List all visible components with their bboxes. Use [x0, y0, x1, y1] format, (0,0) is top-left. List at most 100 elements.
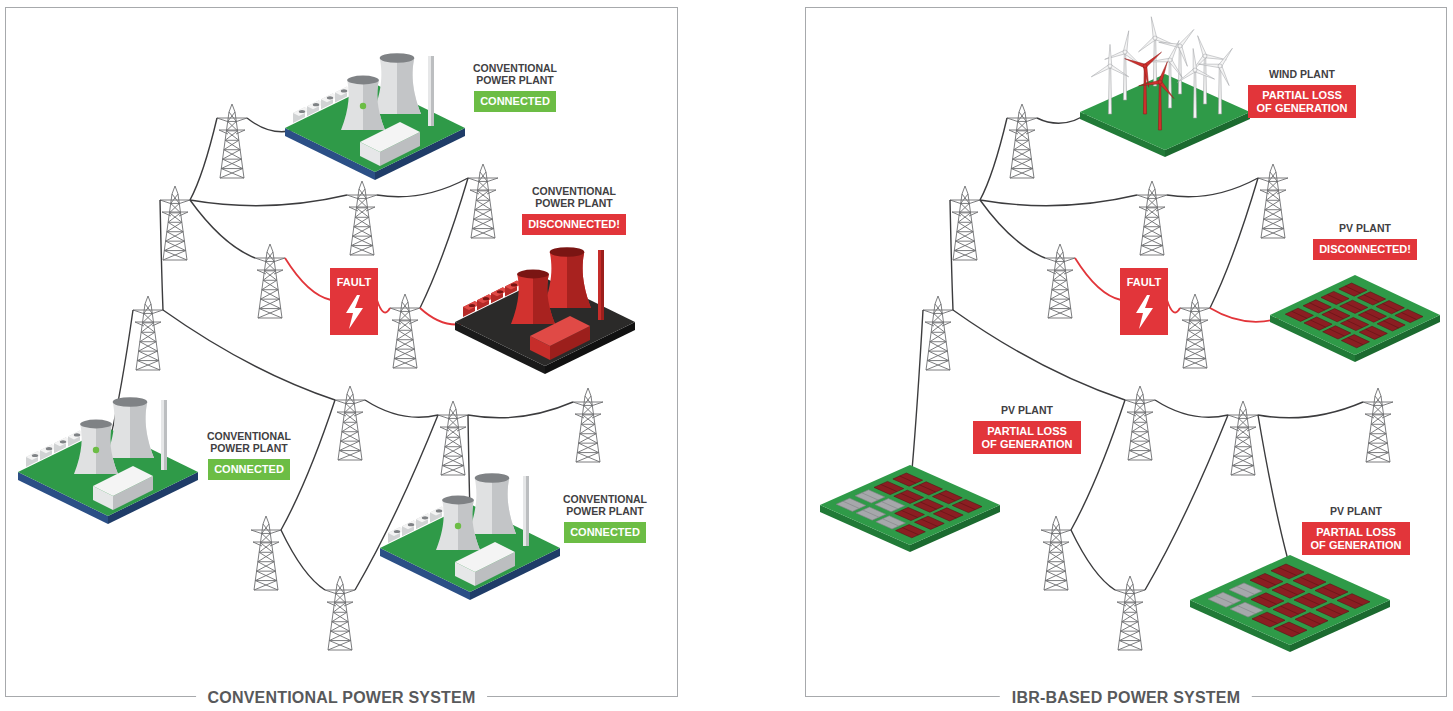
plant-name: CONVENTIONAL POWER PLANT	[549, 493, 661, 517]
pv-plant	[1190, 555, 1390, 652]
transmission-line	[1258, 402, 1363, 418]
solar-panel-line	[1302, 597, 1320, 605]
cooling-tower-shade	[130, 402, 154, 458]
solar-panel	[1341, 317, 1369, 330]
status-badge-row: PARTIAL LOSS OF GENERATION	[971, 421, 1083, 454]
turbine-blade	[1198, 36, 1207, 57]
transmission-tower	[347, 181, 377, 255]
transmission-tower	[335, 386, 365, 460]
plant-building-roof	[455, 542, 515, 572]
plant-building-roof	[530, 316, 590, 346]
status-badge-row: PARTIAL LOSS OF GENERATION	[1246, 85, 1358, 118]
turbine-hub	[1153, 36, 1157, 40]
pv-plant	[820, 465, 1000, 552]
fault-label: FAULT	[1120, 276, 1168, 289]
plant-status: WIND PLANTPARTIAL LOSS OF GENERATION	[1246, 68, 1358, 118]
solar-panel	[1208, 592, 1241, 607]
turbine-hub	[1178, 44, 1182, 48]
solar-panel-line	[1258, 577, 1276, 585]
solar-panel	[1272, 583, 1305, 598]
solar-panel-line	[1292, 311, 1307, 318]
transmission-line	[468, 402, 573, 418]
transmission-line	[420, 178, 468, 308]
solar-panel	[1395, 309, 1423, 322]
solar-panel	[1323, 326, 1351, 339]
status-badge: PARTIAL LOSS OF GENERATION	[1302, 522, 1410, 555]
solar-panel	[896, 525, 926, 538]
cooling-tower-shade	[533, 274, 555, 324]
chimney-light	[161, 400, 164, 470]
panel-caption: CONVENTIONAL POWER SYSTEM	[196, 688, 488, 707]
plant-status: CONVENTIONAL POWER PLANTCONNECTED	[459, 62, 571, 112]
solar-panel-line	[1279, 567, 1297, 575]
plant-name: PV PLANT	[1300, 505, 1412, 517]
cooling-tower	[74, 424, 118, 474]
solar-panel	[1337, 594, 1370, 609]
fault-box: FAULT	[1120, 268, 1168, 335]
solar-panel	[1295, 613, 1328, 628]
transmission-tower	[1180, 294, 1210, 368]
transmission-tower	[1363, 388, 1393, 462]
cooling-tower-shade	[492, 478, 516, 534]
transmission-line	[953, 310, 1125, 400]
solar-panel-line	[843, 501, 859, 508]
solar-panel	[1251, 593, 1284, 608]
solar-panel-line	[901, 510, 917, 517]
lightning-symbol	[341, 294, 367, 330]
transmission-line	[950, 200, 953, 310]
status-badge-row: CONNECTED	[549, 522, 661, 543]
solar-panel	[836, 498, 866, 511]
transmission-tower	[468, 164, 498, 238]
transmission-tower	[1137, 181, 1167, 255]
solar-panel-line	[901, 493, 917, 500]
status-badge: CONNECTED	[208, 459, 290, 480]
transmission-tower	[390, 294, 420, 368]
fan-opening	[299, 110, 305, 113]
solar-panel-line	[920, 502, 936, 509]
plant-status: PV PLANTDISCONNECTED!	[1309, 222, 1421, 260]
solar-panel-line	[863, 510, 879, 517]
fan-opening	[74, 433, 80, 436]
transmission-tower	[1007, 104, 1037, 178]
turbine-tower	[1218, 66, 1221, 114]
status-badge-row: CONNECTED	[459, 91, 571, 112]
fan-opening	[511, 283, 517, 286]
turbine-hub	[1193, 68, 1197, 72]
chimney-light	[523, 476, 526, 546]
solar-panel	[1285, 308, 1313, 321]
solar-panel-line	[1364, 295, 1379, 302]
fan-opening	[46, 447, 52, 450]
plant-name: CONVENTIONAL POWER PLANT	[193, 430, 305, 454]
transmission-line	[281, 530, 325, 590]
tower-lattice	[335, 386, 365, 460]
solar-panel-line	[902, 528, 918, 535]
tower-lattice	[1258, 164, 1288, 238]
tower-lattice	[573, 388, 603, 462]
conventional-power-plant	[455, 247, 635, 374]
status-badge-row: CONNECTED	[193, 459, 305, 480]
transmission-line	[190, 118, 217, 200]
turbine-blade	[1169, 59, 1183, 78]
transmission-line	[1210, 178, 1258, 308]
system-panel: IBR-BASED POWER SYSTEMWIND PLANTPARTIAL …	[805, 7, 1447, 697]
connection-dot	[93, 447, 99, 453]
solar-panel	[1376, 301, 1404, 314]
turbine-tower	[1193, 70, 1196, 118]
plant-building-roof	[93, 466, 153, 496]
turbine-blade	[1219, 48, 1233, 67]
status-badge: CONNECTED	[564, 522, 646, 543]
fan-opening	[483, 297, 489, 300]
transmission-line	[1071, 530, 1115, 590]
solar-panel-line	[1366, 329, 1381, 336]
transmission-tower	[217, 104, 247, 178]
cooling-tower	[106, 402, 154, 458]
pv-plant	[1270, 275, 1440, 362]
solar-panel-line	[862, 493, 878, 500]
solar-panel-line	[1260, 616, 1278, 624]
transmission-line	[1258, 415, 1288, 560]
solar-panel-line	[1282, 625, 1300, 633]
solar-panel-line	[1327, 294, 1342, 301]
solar-panel	[1321, 291, 1349, 304]
tower-lattice	[468, 164, 498, 238]
